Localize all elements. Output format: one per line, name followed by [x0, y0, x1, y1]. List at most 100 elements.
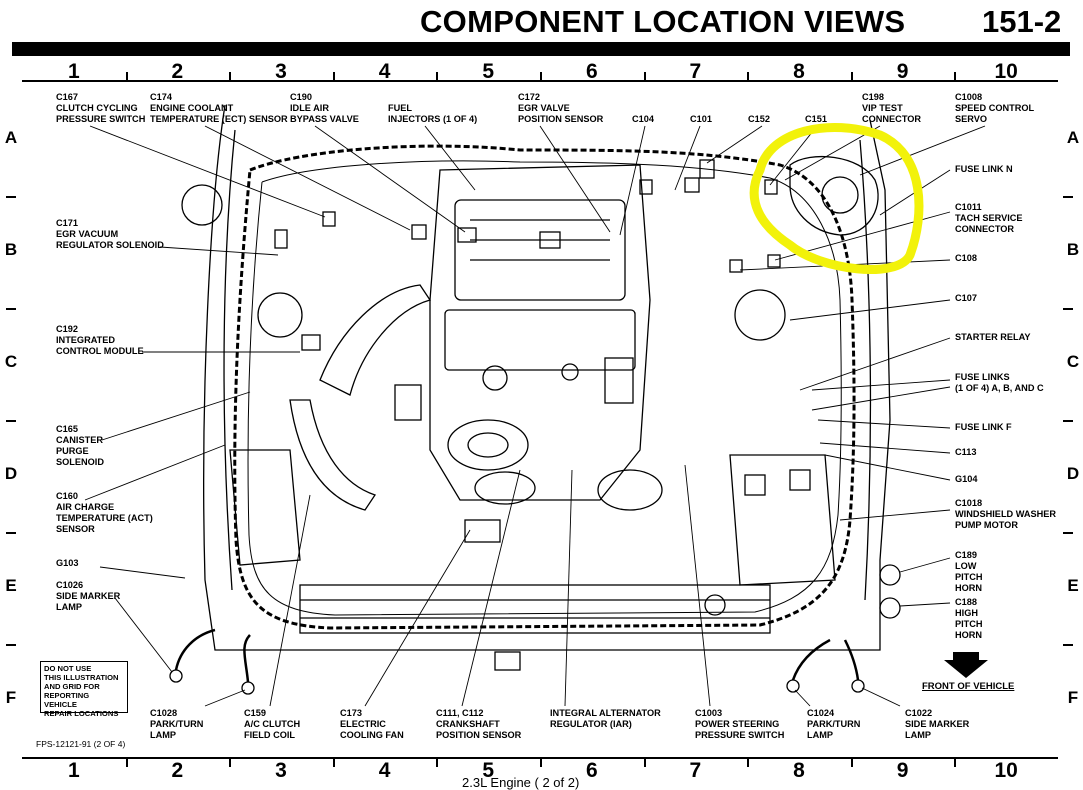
grid-column-7: 7 [689, 60, 702, 83]
callout-c101: C101 [690, 114, 712, 124]
callout-c111-c112: C111, C112 CRANKSHAFT POSITION SENSOR [436, 708, 522, 740]
leader-lines [84, 125, 986, 707]
park-turn-lamp-right [786, 679, 800, 693]
grid-column-5: 5 [482, 60, 495, 83]
callout-g103: G103 [56, 558, 79, 568]
grid-column-divider [643, 757, 646, 767]
callout-fuel-injectors: FUEL INJECTORS (1 OF 4) [388, 103, 478, 124]
grid-row-divider [1063, 644, 1073, 646]
grid-column-divider [125, 72, 128, 82]
control-module-connector [301, 334, 321, 351]
grid-row-divider [6, 532, 16, 534]
callout-c167: C167 CLUTCH CYCLING PRESSURE SWITCH [56, 92, 146, 124]
callout-c151: C151 [805, 114, 827, 124]
highlight-circle [749, 123, 924, 274]
grid-column-divider [747, 757, 750, 767]
grid-column-divider [229, 72, 232, 82]
callout-c160: C160 AIR CHARGE TEMPERATURE (ACT) SENSOR [56, 491, 153, 534]
engine-block [429, 164, 651, 501]
figure-caption: 2.3L Engine ( 2 of 2) [462, 775, 580, 790]
callout-c1022: C1022 SIDE MARKER LAMP [905, 708, 970, 740]
front-of-vehicle-label: FRONT OF VEHICLE [922, 681, 1015, 692]
callout-c107: C107 [955, 293, 977, 303]
grid-column-10: 10 [994, 60, 1018, 83]
figure-code: FPS-12121-91 (2 OF 4) [36, 739, 126, 749]
grid-column-9: 9 [896, 60, 909, 83]
header-rule [12, 42, 1070, 56]
grid-column-3: 3 [275, 759, 287, 782]
callout-iar: INTEGRAL ALTERNATOR REGULATOR (IAR) [550, 708, 661, 729]
callout-c1026: C1026 SIDE MARKER LAMP [56, 580, 121, 612]
grid-column-divider [850, 757, 853, 767]
grid-column-2: 2 [171, 60, 184, 83]
grid-column-9: 9 [896, 759, 909, 782]
grid-column-8: 8 [793, 759, 805, 782]
grid-row-divider [6, 644, 16, 646]
speed-control-servo [789, 155, 879, 236]
callout-c171: C171 EGR VACUUM REGULATOR SOLENOID [56, 218, 164, 250]
notice-box: DO NOT USE THIS ILLUSTRATION AND GRID FO… [40, 661, 128, 718]
page-title: COMPONENT LOCATION VIEWS [420, 4, 906, 39]
radiator [299, 584, 771, 634]
grid-row-F: F [1067, 688, 1079, 707]
grid-column-5: 5 [482, 759, 495, 782]
grid-column-divider [643, 72, 646, 82]
vacuum-reservoir [181, 184, 223, 226]
grid-row-C: C [4, 352, 18, 371]
low-pitch-horn [879, 564, 901, 586]
callout-c1003: C1003 POWER STEERING PRESSURE SWITCH [695, 708, 785, 740]
callout-c1008: C1008 SPEED CONTROL SERVO [955, 92, 1035, 124]
grid-row-divider [6, 420, 16, 422]
side-marker-lamp-right [851, 679, 865, 693]
grid-column-1: 1 [67, 60, 80, 83]
callout-fuse-links: FUSE LINKS (1 OF 4) A, B, AND C [955, 372, 1044, 393]
grid-column-4: 4 [378, 60, 391, 83]
grid-column-6: 6 [585, 60, 598, 83]
callout-c172: C172 EGR VALVE POSITION SENSOR [518, 92, 604, 124]
high-pitch-horn [879, 597, 901, 619]
grid-column-divider [954, 757, 957, 767]
battery [729, 454, 836, 586]
grid-column-divider [954, 72, 957, 82]
grid-column-divider [125, 757, 128, 767]
callout-c189: C189 LOW PITCH HORN [955, 550, 983, 593]
notice-text: DO NOT USE THIS ILLUSTRATION AND GRID FO… [44, 664, 119, 718]
grid-row-A: A [1066, 128, 1080, 147]
grid-row-A: A [4, 128, 18, 147]
grid-column-8: 8 [793, 60, 805, 83]
grid-column-divider [436, 72, 439, 82]
grid-column-2: 2 [171, 759, 184, 782]
callout-c1018: C1018 WINDSHIELD WASHER PUMP MOTOR [955, 498, 1057, 530]
cooling-fan-connector [464, 519, 501, 543]
callout-g104: G104 [955, 474, 978, 484]
grid-column-divider [540, 757, 542, 767]
callout-c174: C174 ENGINE COOLANT TEMPERATURE (ECT) SE… [150, 92, 288, 124]
callout-c192: C192 INTEGRATED CONTROL MODULE [56, 324, 144, 356]
callout-fuse-link-f: FUSE LINK F [955, 422, 1012, 432]
callout-starter-relay: STARTER RELAY [955, 332, 1031, 342]
grid-column-divider [540, 72, 542, 82]
callout-fuse-link-n: FUSE LINK N [955, 164, 1013, 174]
grid-row-divider [1063, 420, 1073, 422]
grid-column-divider [747, 72, 750, 82]
callout-c159: C159 A/C CLUTCH FIELD COIL [244, 708, 301, 740]
grid-row-C: C [1066, 352, 1080, 371]
grid-column-divider [850, 72, 853, 82]
grid-column-divider [229, 757, 232, 767]
engine-bay-outline [203, 104, 891, 651]
callout-c173: C173 ELECTRIC COOLING FAN [340, 708, 404, 740]
washer-bottle [229, 449, 301, 566]
grid-column-7: 7 [689, 759, 702, 782]
grid-column-4: 4 [378, 759, 391, 782]
grid-row-E: E [1067, 576, 1079, 595]
grid-row-divider [6, 308, 16, 310]
grid-row-divider [1063, 196, 1073, 198]
callout-c1024: C1024 PARK/TURN LAMP [807, 708, 861, 740]
callout-c188: C188 HIGH PITCH HORN [955, 597, 983, 640]
callout-c108: C108 [955, 253, 977, 263]
grid-row-F: F [5, 688, 17, 707]
grid-column-10: 10 [994, 759, 1018, 782]
grid-column-divider [332, 72, 335, 82]
callout-c190: C190 IDLE AIR BYPASS VALVE [290, 92, 359, 124]
